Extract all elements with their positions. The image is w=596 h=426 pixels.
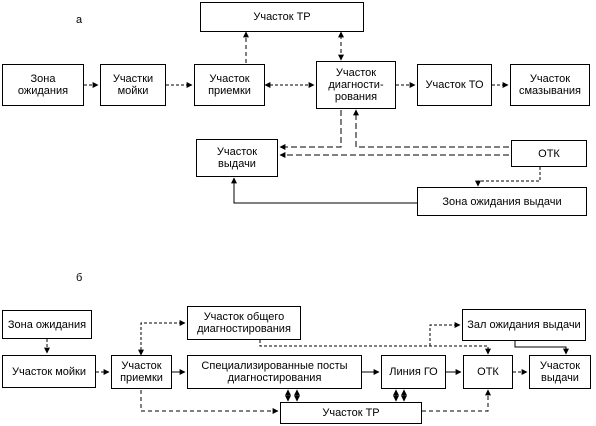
- a-issue-box: Участок выдачи: [196, 139, 278, 177]
- b-reception-box: Участок приемки: [111, 355, 172, 389]
- a-tr-box: Участок ТР: [200, 2, 364, 32]
- b-issue-waiting-hall-box: Зал ожидания выдачи: [462, 309, 586, 341]
- b-issue-box: Участок выдачи: [529, 355, 591, 389]
- panel-a-label: а: [76, 14, 83, 26]
- b-tr-box: Участок ТР: [280, 402, 422, 424]
- b-waiting-zone-box: Зона ожидания: [2, 310, 92, 339]
- a-issue-waiting-box: Зона ожидания выдачи: [417, 187, 587, 216]
- b-arrow-hall-to-issue: [514, 341, 569, 355]
- b-otk-box: ОТК: [463, 355, 513, 389]
- b-general-diagnostics-box: Участок общего диагностирования: [187, 306, 301, 340]
- a-arrow-diagnostics-to-issue: [279, 110, 342, 150]
- a-to-box: Участок ТО: [417, 64, 492, 106]
- a-lubrication-box: Участок смазывания: [510, 64, 590, 106]
- b-go-line-box: Линия ГО: [381, 355, 446, 389]
- b-washing-box: Участок мойки: [2, 355, 96, 388]
- b-arrow-otk-to-hall: [429, 322, 461, 346]
- a-waiting-zone-box: Зона ожидания: [2, 64, 84, 106]
- a-reception-box: Участок приемки: [194, 64, 265, 106]
- a-washing-box: Участки мойки: [100, 64, 166, 106]
- a-arrow-issue-waiting-to-issue: [231, 177, 417, 204]
- panel-b-label: б: [76, 272, 83, 284]
- a-arrow-otk-to-diagnostics: [353, 109, 509, 148]
- b-arrow-tr-to-otk: [422, 389, 491, 412]
- b-arrow-reception-to-tr: [140, 390, 279, 414]
- b-specialized-posts-box: Специализированные посты диагностировани…: [187, 355, 362, 389]
- a-otk-box: ОТК: [511, 140, 587, 167]
- b-arrow-reception-to-general-diag: [138, 320, 186, 356]
- b-arrow-general-diag-to-otk: [259, 340, 491, 355]
- a-diagnostics-box: Участок диагности- рования: [316, 61, 396, 109]
- a-arrow-otk-to-issue-waiting: [475, 167, 541, 187]
